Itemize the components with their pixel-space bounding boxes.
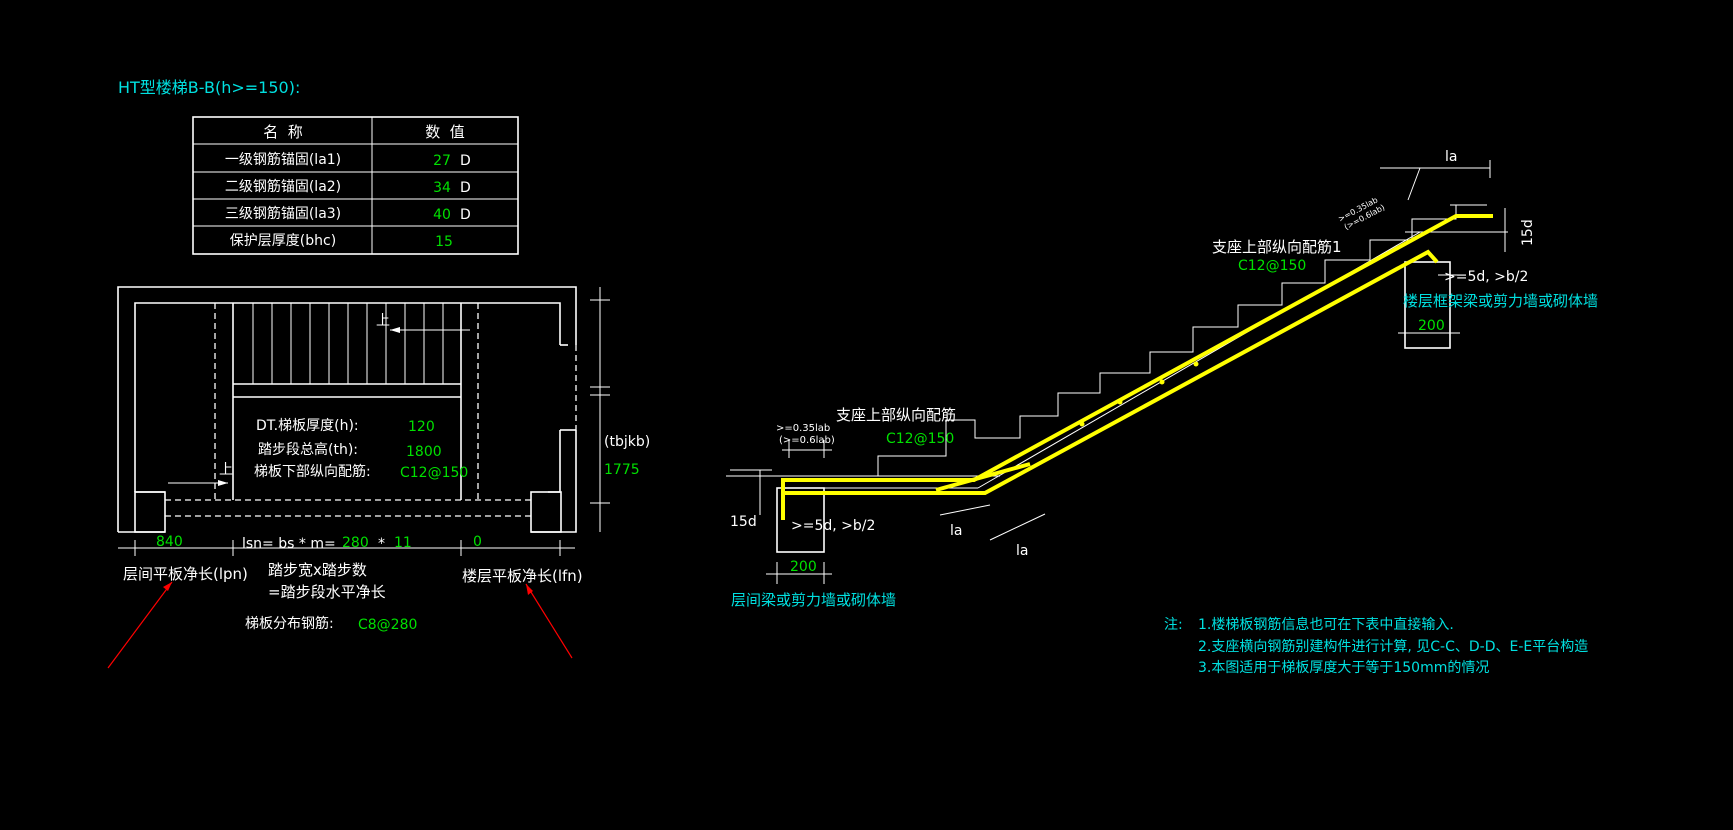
table-row-unit: D	[460, 180, 471, 196]
label-lfn: 楼层平板净长(lfn)	[462, 567, 583, 585]
upper-support-label: 楼层框架梁或剪力墙或砌体墙	[1403, 292, 1598, 310]
la-bottom: la	[1016, 543, 1028, 559]
dist-rebar-value[interactable]: C8@280	[358, 617, 417, 633]
stair-plan-view: 上 上 DT.梯板厚度(h): 120 踏步段总高(th): 1800 梯板下部…	[107, 286, 650, 669]
bottom-rebar-value[interactable]: C12@150	[400, 465, 468, 481]
dist-rebar-label: 梯板分布钢筋:	[245, 615, 334, 632]
bottom-rebar-label: 梯板下部纵向配筋:	[254, 463, 371, 480]
note-small-lower-2: (>=0.6lab)	[779, 435, 835, 446]
notes-block: 注: 1.楼梯板钢筋信息也可在下表中直接输入. 2.支座横向钢筋别建构件进行计算…	[1164, 616, 1588, 676]
label-steps-1: 踏步宽x踏步数	[268, 561, 367, 579]
up-label-left: 上	[219, 462, 233, 478]
stair-section-view: la >=0.35lab (>=0.6lab) 15d >=5d, >b/2 支…	[726, 149, 1598, 609]
dim-mid-star: *	[378, 536, 385, 552]
top-rebar-lower-value[interactable]: C12@150	[886, 431, 954, 447]
dim-mid-bs[interactable]: 280	[342, 535, 369, 551]
parameter-table: 名 称 数 值 一级钢筋锚固(la1) 27 D 二级钢筋锚固(la2) 34 …	[192, 116, 519, 255]
table-row-unit: D	[460, 207, 471, 223]
table-row-value[interactable]: 40	[433, 207, 451, 223]
table-row-name: 一级钢筋锚固(la1)	[225, 151, 341, 168]
top-rebar-upper-value[interactable]: C12@150	[1238, 258, 1306, 274]
note-line-1: 1.楼梯板钢筋信息也可在下表中直接输入.	[1198, 616, 1454, 633]
right-dim-label: (tbjkb)	[604, 434, 650, 450]
la-top: la	[1445, 149, 1457, 165]
lower-support-label: 层间梁或剪力墙或砌体墙	[731, 591, 896, 609]
note-line-2: 2.支座横向钢筋别建构件进行计算, 见C-C、D-D、E-E平台构造	[1198, 638, 1588, 655]
dim-15d-right: 15d	[1520, 219, 1536, 246]
height-label: 踏步段总高(th):	[258, 441, 358, 458]
label-steps-2: =踏步段水平净长	[268, 583, 386, 601]
red-arrow-right	[525, 583, 573, 659]
table-row-value[interactable]: 34	[433, 180, 451, 196]
drawing-title: HT型楼梯B-B(h>=150):	[118, 78, 300, 97]
anchor-upper: >=5d, >b/2	[1444, 269, 1528, 285]
lower-width[interactable]: 200	[790, 559, 817, 575]
up-label-top: 上	[376, 313, 390, 329]
dim-mid-formula: lsn= bs * m=	[242, 536, 336, 552]
table-row-value[interactable]: 27	[433, 153, 451, 169]
thickness-value[interactable]: 120	[408, 419, 435, 435]
table-header-value: 数 值	[425, 123, 465, 141]
dim-right-value[interactable]: 0	[473, 534, 482, 550]
dim-left-value[interactable]: 840	[156, 534, 183, 550]
table-row-unit: D	[460, 153, 471, 169]
top-rebar-upper-label: 支座上部纵向配筋1	[1212, 238, 1342, 256]
table-row-name: 二级钢筋锚固(la2)	[225, 178, 341, 195]
note-small-lower-1: >=0.35lab	[776, 423, 830, 434]
right-dim-value[interactable]: 1775	[604, 462, 640, 478]
upper-width[interactable]: 200	[1418, 318, 1445, 334]
anchor-lower: >=5d, >b/2	[791, 518, 875, 534]
top-rebar-lower-label: 支座上部纵向配筋	[836, 406, 956, 424]
dim-15d-left: 15d	[730, 514, 757, 530]
thickness-label: DT.梯板厚度(h):	[256, 418, 359, 434]
tread-lines	[252, 303, 444, 384]
height-value[interactable]: 1800	[406, 444, 442, 460]
dim-mid-m[interactable]: 11	[394, 535, 412, 551]
label-lpn: 层间平板净长(lpn)	[123, 565, 248, 583]
table-row-name: 保护层厚度(bhc)	[230, 233, 336, 249]
table-header-name: 名 称	[263, 123, 303, 141]
note-line-3: 3.本图适用于梯板厚度大于等于150mm的情况	[1198, 659, 1489, 676]
red-arrow-left	[107, 581, 173, 669]
table-row-value[interactable]: 15	[435, 234, 453, 250]
notes-prefix: 注:	[1164, 617, 1183, 633]
la-mid: la	[950, 523, 962, 539]
table-row-name: 三级钢筋锚固(la3)	[225, 205, 341, 222]
